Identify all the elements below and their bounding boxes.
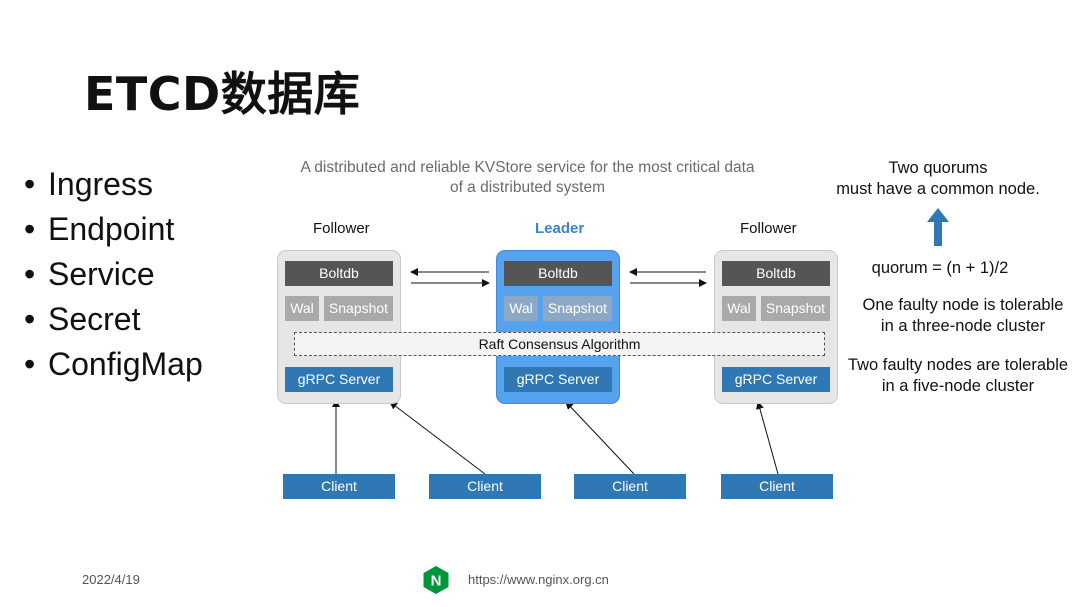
raft-consensus-bar: Raft Consensus Algorithm [294,332,825,356]
bullet-text: Endpoint [48,211,175,247]
boltdb-box: Boltdb [722,261,830,286]
diagram-subtitle-line: of a distributed system [449,179,606,196]
grpc-server-box: gRPC Server [285,367,393,392]
bullet-list: • Ingress • Endpoint • Service • Secret • Con… [24,162,203,387]
footer-date: 2022/4/19 [82,572,140,587]
boltdb-box: Boltdb [285,261,393,286]
snapshot-box: Snapshot [543,296,612,321]
bullet-item: • ConfigMap [24,342,203,387]
node-role-leader: Leader [535,220,585,237]
footer-url[interactable]: https://www.nginx.org.cn [468,572,609,587]
follower-node: Boltdb Wal Snapshot gRPC Server [714,250,838,404]
bullet-dot: • [24,166,36,202]
note-line: in a five-node cluster [881,377,1035,395]
bullet-item: • Service [24,252,203,297]
note-line: One faulty node is tolerable [862,296,1064,314]
leader-node: Boltdb Wal Snapshot gRPC Server [496,250,620,404]
quorum-note: Two quorums must have a common node. [825,158,1051,200]
bullet-text: Service [48,256,155,292]
wal-box: Wal [285,296,319,321]
follower-node: Boltdb Wal Snapshot gRPC Server [277,250,401,404]
snapshot-box: Snapshot [761,296,830,321]
node-role-follower: Follower [313,220,370,237]
wal-box: Wal [722,296,756,321]
bullet-dot: • [24,211,36,247]
client-box: Client [721,474,833,499]
wal-box: Wal [504,296,538,321]
note-line: must have a common node. [836,180,1040,198]
bullet-dot: • [24,256,36,292]
bullet-text: Ingress [48,166,153,202]
note-line: Two quorums [888,159,988,177]
bullet-text: ConfigMap [48,346,203,382]
client-connection [565,401,635,475]
node-role-follower: Follower [740,220,797,237]
client-box: Client [574,474,686,499]
boltdb-box: Boltdb [504,261,612,286]
nginx-logo-icon: N [423,566,449,594]
logo-letter: N [431,573,442,590]
bullet-dot: • [24,346,36,382]
grpc-server-box: gRPC Server [722,367,830,392]
bullet-text: Secret [48,301,141,337]
note-line: Two faulty nodes are tolerable [847,356,1069,374]
grpc-server-box: gRPC Server [504,367,612,392]
up-arrow-icon [927,208,949,246]
client-box: Client [429,474,541,499]
note-line: in a three-node cluster [880,317,1046,335]
slide-title: ETCD数据库 [84,67,361,121]
bullet-item: • Ingress [24,162,203,207]
client-connection [756,401,779,475]
diagram-subtitle-line: A distributed and reliable KVStore servi… [300,159,755,176]
snapshot-box: Snapshot [324,296,393,321]
diagram-subtitle: A distributed and reliable KVStore servi… [285,158,770,198]
client-connection [389,401,486,475]
five-node-note: Two faulty nodes are tolerable in a five… [837,355,1079,397]
bullet-item: • Secret [24,297,203,342]
client-box: Client [283,474,395,499]
bullet-dot: • [24,301,36,337]
three-node-note: One faulty node is tolerable in a three-… [845,295,1080,337]
quorum-formula: quorum = (n + 1)/2 [871,259,1009,277]
bullet-item: • Endpoint [24,207,203,252]
